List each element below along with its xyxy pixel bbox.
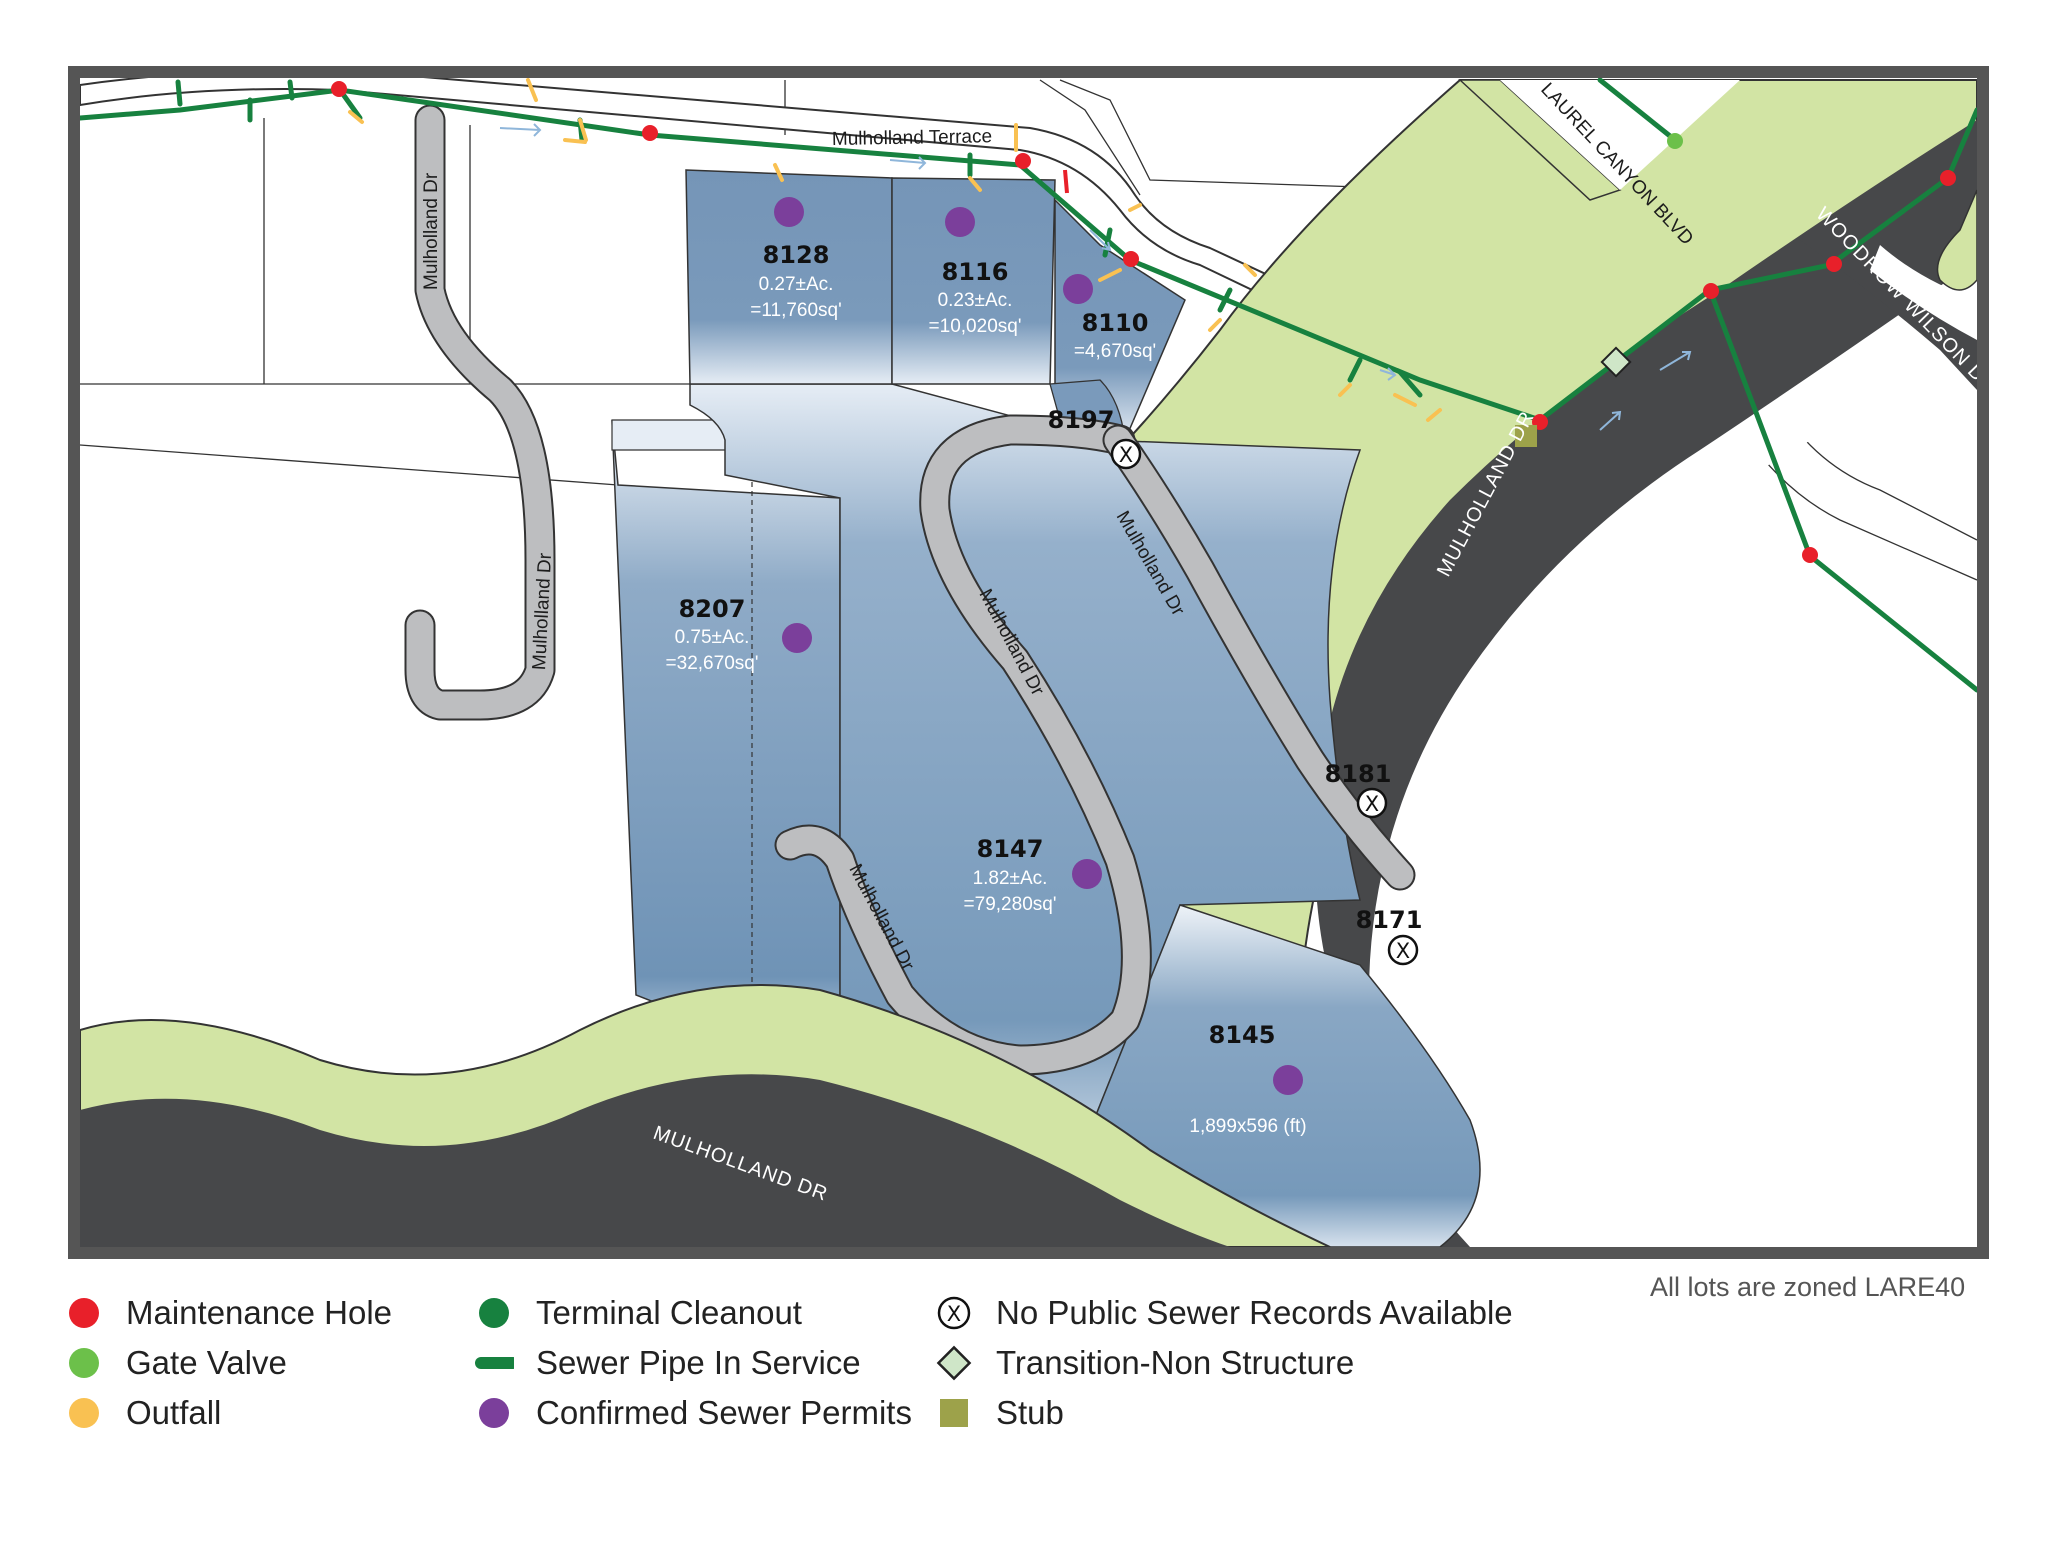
svg-text:1,899x596 (ft): 1,899x596 (ft) bbox=[1189, 1116, 1306, 1137]
sewer-permit-marker bbox=[1063, 274, 1093, 304]
svg-text:8128: 8128 bbox=[763, 241, 830, 269]
zoning-note: All lots are zoned LARE40 bbox=[1650, 1272, 1966, 1302]
svg-text:8207: 8207 bbox=[679, 595, 746, 623]
lot-8116-label: 8116 0.23±Ac. =10,020sq' bbox=[929, 258, 1022, 337]
no-record-markers: X X X bbox=[1110, 438, 1419, 966]
sewer-permit-marker bbox=[782, 623, 812, 653]
svg-text:1.82±Ac.: 1.82±Ac. bbox=[973, 868, 1048, 889]
lot-8207-parcel bbox=[611, 419, 841, 1077]
woodrow-wilson-road bbox=[1800, 225, 1977, 390]
flow-arrows bbox=[499, 123, 1692, 431]
sewer-permit-marker bbox=[1072, 859, 1102, 889]
lot-8171-label: 8171 bbox=[1356, 906, 1423, 934]
svg-text:8171: 8171 bbox=[1356, 906, 1423, 934]
svg-text:8116: 8116 bbox=[942, 258, 1009, 286]
maintenance-hole-marker bbox=[1123, 251, 1139, 267]
sewer-permit-marker bbox=[774, 197, 804, 227]
mulholland-dr-bottom-road bbox=[80, 1074, 1230, 1247]
svg-text:=4,670sq': =4,670sq' bbox=[1074, 341, 1156, 362]
sewer-permits bbox=[774, 197, 1303, 1095]
maintenance-hole-marker bbox=[1703, 283, 1719, 299]
no-record-marker-8181: X bbox=[1356, 787, 1388, 819]
maintenance-hole-marker bbox=[642, 125, 658, 141]
svg-text:8145: 8145 bbox=[1209, 1021, 1276, 1049]
lot-8197-label: 8197 bbox=[1048, 406, 1115, 434]
street-label-mulholland-dr-left-top: Mulholland Dr bbox=[421, 172, 442, 290]
lot-8128-label: 8128 0.27±Ac. =11,760sq' bbox=[750, 241, 842, 321]
maintenance-hole-marker bbox=[1015, 153, 1031, 169]
svg-text:8197: 8197 bbox=[1048, 406, 1115, 434]
maintenance-hole-marker bbox=[1940, 170, 1956, 186]
gate-valve-marker bbox=[1667, 133, 1683, 149]
maintenance-hole-marker bbox=[1826, 256, 1842, 272]
svg-text:0.23±Ac.: 0.23±Ac. bbox=[938, 290, 1013, 311]
maintenance-hole-marker bbox=[331, 81, 347, 97]
no-record-marker-8171: X bbox=[1387, 934, 1419, 966]
stub-marker bbox=[1515, 425, 1537, 447]
svg-text:8181: 8181 bbox=[1325, 760, 1392, 788]
street-label-mulholland-terrace: Mulholland Terrace bbox=[832, 126, 993, 150]
maintenance-hole-marker bbox=[1802, 547, 1818, 563]
svg-text:=32,670sq': =32,670sq' bbox=[666, 653, 759, 674]
svg-text:0.27±Ac.: 0.27±Ac. bbox=[759, 274, 834, 295]
lot-8110-label: 8110 =4,670sq' bbox=[1074, 309, 1156, 362]
svg-text:X: X bbox=[1365, 792, 1379, 816]
lot-8207-label: 8207 0.75±Ac. =32,670sq' bbox=[666, 595, 759, 674]
no-record-marker-8197: X bbox=[1110, 438, 1142, 470]
svg-text:X: X bbox=[1396, 939, 1410, 963]
svg-text:X: X bbox=[1119, 443, 1133, 467]
svg-text:=79,280sq': =79,280sq' bbox=[964, 894, 1057, 915]
outfalls bbox=[348, 78, 1442, 422]
map-frame-border bbox=[68, 66, 1989, 1259]
sewer-permit-marker bbox=[1273, 1065, 1303, 1095]
svg-text:8110: 8110 bbox=[1082, 309, 1149, 337]
svg-text:=10,020sq': =10,020sq' bbox=[929, 316, 1022, 337]
lot-8181-label: 8181 bbox=[1325, 760, 1392, 788]
svg-text:=11,760sq': =11,760sq' bbox=[750, 300, 842, 321]
lot-8147-label: 8147 1.82±Ac. =79,280sq' bbox=[964, 835, 1057, 915]
transition-marker bbox=[1600, 346, 1632, 378]
sewer-permit-marker bbox=[945, 207, 975, 237]
lot-8145-label: 8145 1,899x596 (ft) bbox=[1189, 1021, 1306, 1137]
map-content: X X X Mulholland Terrace Mulholland Dr M… bbox=[80, 78, 1977, 1247]
maintenance-holes bbox=[331, 81, 1956, 563]
svg-text:0.75±Ac.: 0.75±Ac. bbox=[675, 627, 750, 648]
svg-text:8147: 8147 bbox=[977, 835, 1044, 863]
